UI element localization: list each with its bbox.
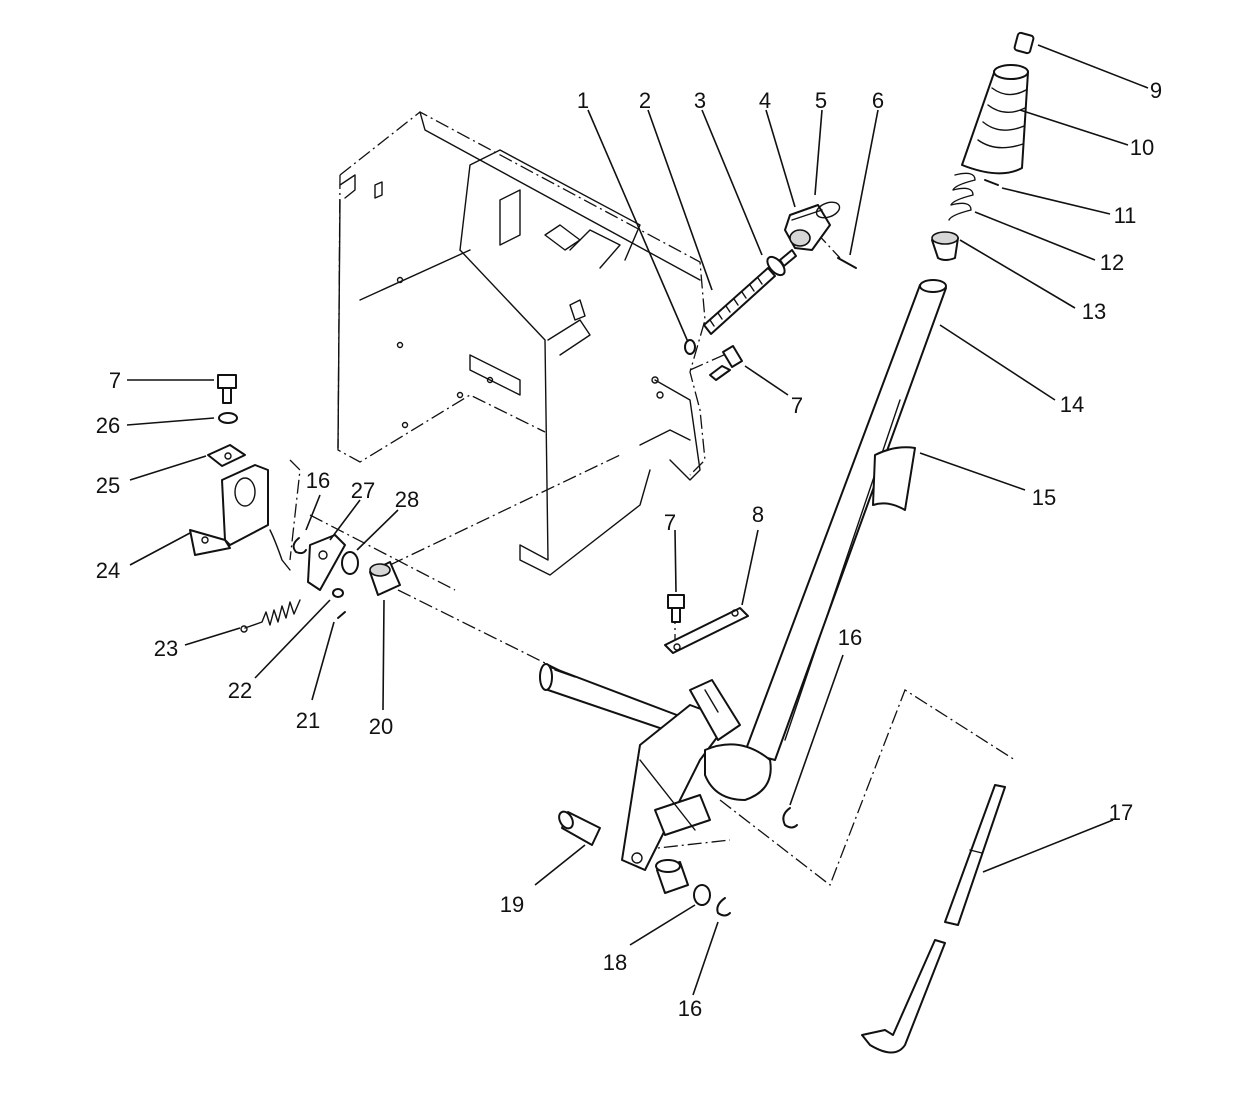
- bolt-7-right: [709, 345, 743, 381]
- pin-11: [984, 179, 999, 186]
- pin-19: [558, 810, 601, 846]
- callout-2: 2: [639, 88, 651, 113]
- callout-20: 20: [369, 714, 393, 739]
- callout-13: 13: [1082, 299, 1106, 324]
- bushing-lower: [655, 859, 689, 894]
- callout-7-right: 7: [791, 393, 803, 418]
- callout-8: 8: [752, 502, 764, 527]
- callout-10: 10: [1130, 135, 1154, 160]
- callout-28: 28: [395, 487, 419, 512]
- callout-18: 18: [603, 950, 627, 975]
- washer-5: [815, 201, 841, 219]
- rod-17: [861, 784, 1006, 1054]
- washer-28: [341, 551, 359, 575]
- shaft-assembly: [539, 663, 772, 871]
- callout-labels: 1 2 3 4 5 6 7 7 7 8 9 10 11 12 13 14 15 …: [96, 78, 1162, 1021]
- callout-7-center: 7: [664, 510, 676, 535]
- sleeve-15: [872, 446, 916, 511]
- bushing-20: [369, 561, 401, 596]
- callout-21: 21: [296, 708, 320, 733]
- callout-23: 23: [154, 636, 178, 661]
- lever-14: [744, 279, 947, 761]
- callout-16-right: 16: [838, 625, 862, 650]
- spring-12: [948, 172, 976, 221]
- callout-5: 5: [815, 88, 827, 113]
- callout-9: 9: [1150, 78, 1162, 103]
- hook-line: [269, 529, 291, 571]
- callout-22: 22: [228, 678, 252, 703]
- washer-18: [693, 884, 711, 906]
- adjustment-knob: [784, 204, 831, 251]
- washer-22: [332, 588, 344, 598]
- callout-3: 3: [694, 88, 706, 113]
- ring-16-left: [292, 537, 307, 555]
- callout-7-left: 7: [109, 368, 121, 393]
- callout-26: 26: [96, 413, 120, 438]
- ring-16-right: [782, 807, 798, 829]
- pin-21: [337, 611, 346, 619]
- callout-16-bottom: 16: [678, 996, 702, 1021]
- washer-26: [218, 412, 238, 424]
- callout-17: 17: [1109, 800, 1133, 825]
- cap-9: [1013, 31, 1035, 55]
- ring-16-bottom: [716, 897, 731, 917]
- clip-1: [684, 339, 696, 355]
- callout-11: 11: [1114, 203, 1137, 228]
- callout-14: 14: [1060, 392, 1084, 417]
- spring-23: [240, 599, 301, 633]
- bracket-24: [189, 464, 269, 556]
- nut-plate-25: [207, 444, 246, 467]
- strap-8: [664, 607, 749, 654]
- callout-15: 15: [1032, 485, 1056, 510]
- callout-12: 12: [1100, 250, 1124, 275]
- adjustment-bolt: [703, 249, 797, 335]
- frame-housing: [337, 111, 706, 576]
- callout-25: 25: [96, 473, 120, 498]
- callout-24: 24: [96, 558, 120, 583]
- grip-10: [961, 64, 1029, 175]
- bolt-7-left: [217, 374, 237, 404]
- pin-6: [837, 257, 857, 269]
- callout-4: 4: [759, 88, 771, 113]
- callout-6: 6: [872, 88, 884, 113]
- callout-16-left: 16: [306, 468, 330, 493]
- plate-27: [307, 534, 346, 591]
- bolt-7-center: [667, 594, 685, 623]
- callout-1: 1: [577, 88, 589, 113]
- leader-lines: [126, 44, 1149, 996]
- bushing-13: [931, 231, 959, 261]
- callout-27: 27: [351, 478, 375, 503]
- callout-19: 19: [500, 892, 524, 917]
